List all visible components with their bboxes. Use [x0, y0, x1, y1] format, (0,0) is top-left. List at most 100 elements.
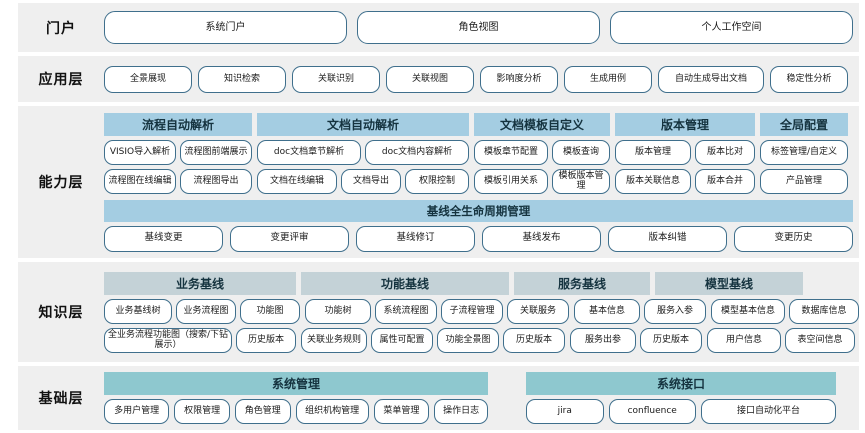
base-0-5[interactable]: 操作日志 [434, 399, 488, 424]
cap-3-1-1[interactable]: 版本比对 [695, 139, 755, 165]
knowledge-group-0-row1: 业务基线树 业务流程图 功能图 [104, 298, 300, 324]
knowledge-group-2-row1: 基本信息 服务入参 [574, 298, 706, 324]
app-item-3[interactable]: 关联视图 [386, 65, 474, 93]
capability-group-4-row1: 标签管理/自定义 [760, 139, 848, 165]
knowledge-group-0-row2: 全业务流程功能图（搜索/下钻展示） 历史版本 [104, 327, 296, 353]
base-group-1-items: jira confluence 接口自动化平台 [526, 399, 836, 424]
portal-item-2[interactable]: 个人工作空间 [610, 11, 853, 44]
cap-0-2-0[interactable]: 流程图在线编辑 [104, 168, 176, 194]
know-3-2-1[interactable]: 表空间信息 [785, 327, 855, 353]
cap-3-2-1[interactable]: 版本合并 [695, 168, 755, 194]
know-0-1-0[interactable]: 业务基线树 [104, 298, 172, 324]
lifecycle-item-0[interactable]: 基线变更 [104, 225, 223, 252]
know-1-1-2[interactable]: 子流程管理 [441, 298, 503, 324]
knowledge-group-title-2: 服务基线 [514, 271, 650, 295]
lifecycle-item-2[interactable]: 基线修订 [356, 225, 475, 252]
base-columns: 系统管理 多用户管理 权限管理 角色管理 组织机构管理 菜单管理 操作日志 系统… [104, 372, 853, 424]
app-item-0[interactable]: 全景展现 [104, 65, 192, 93]
cap-1-2-2[interactable]: 权限控制 [405, 168, 469, 194]
know-3-1-1[interactable]: 数据库信息 [789, 298, 859, 324]
cap-1-2-1[interactable]: 文档导出 [341, 168, 401, 194]
knowledge-group-1-row2: 关联业务规则 属性可配置 功能全景图 历史版本 [301, 327, 565, 353]
portal-item-0[interactable]: 系统门户 [104, 11, 347, 44]
cap-2-2-0[interactable]: 模板引用关系 [474, 168, 548, 194]
lifecycle-item-5[interactable]: 变更历史 [734, 225, 853, 252]
layer-band-application: 应用层 全景展现 知识检索 关联识别 关联视图 影响度分析 生成用例 自动生成导… [18, 56, 859, 102]
cap-3-2-0[interactable]: 版本关联信息 [615, 168, 691, 194]
knowledge-group-1-row1: 功能树 系统流程图 子流程管理 关联服务 [305, 298, 569, 324]
base-0-1[interactable]: 权限管理 [174, 399, 230, 424]
base-0-4[interactable]: 菜单管理 [373, 399, 430, 424]
cap-0-1-1[interactable]: 流程图前端展示 [180, 139, 252, 165]
know-1-1-1[interactable]: 系统流程图 [375, 298, 437, 324]
base-0-2[interactable]: 角色管理 [234, 399, 291, 424]
knowledge-body: 业务基线 功能基线 服务基线 模型基线 业务基线树 业务流程图 功能图 功能树 … [104, 271, 865, 353]
app-item-4[interactable]: 影响度分析 [480, 65, 558, 93]
lifecycle-items-row: 基线变更 变更评审 基线修订 基线发布 版本纠错 变更历史 [104, 225, 853, 252]
capability-group-title-2: 文档模板自定义 [474, 112, 610, 136]
app-item-1[interactable]: 知识检索 [198, 65, 286, 93]
layer-band-capability: 能力层 流程自动解析 文档自动解析 文档模板自定义 版本管理 全局配置 VISI… [18, 106, 859, 258]
know-2-2-0[interactable]: 服务出参 [570, 327, 636, 353]
cap-2-1-0[interactable]: 模板章节配置 [474, 139, 548, 165]
base-group-system-management: 系统管理 多用户管理 权限管理 角色管理 组织机构管理 菜单管理 操作日志 [104, 372, 488, 424]
cap-2-1-1[interactable]: 模板查询 [552, 139, 610, 165]
cap-4-1-0[interactable]: 标签管理/自定义 [760, 139, 848, 165]
lifecycle-title: 基线全生命周期管理 [104, 199, 853, 222]
knowledge-group-headers: 业务基线 功能基线 服务基线 模型基线 [104, 271, 859, 295]
know-3-1-0[interactable]: 模型基本信息 [711, 298, 785, 324]
capability-group-2-row2: 模板引用关系 模板版本管理 [474, 168, 610, 194]
cap-3-1-0[interactable]: 版本管理 [615, 139, 691, 165]
base-1-0-jira[interactable]: jira [526, 399, 604, 424]
application-body: 全景展现 知识检索 关联识别 关联视图 影响度分析 生成用例 自动生成导出文档 … [104, 65, 859, 93]
base-1-2[interactable]: 接口自动化平台 [700, 399, 836, 424]
knowledge-group-title-3: 模型基线 [655, 271, 803, 295]
cap-4-2-0[interactable]: 产品管理 [760, 168, 848, 194]
capability-group-headers: 流程自动解析 文档自动解析 文档模板自定义 版本管理 全局配置 [104, 112, 853, 136]
app-item-5[interactable]: 生成用例 [564, 65, 652, 93]
know-1-2-3[interactable]: 历史版本 [503, 327, 565, 353]
layer-band-portal: 门户 系统门户 角色视图 个人工作空间 [18, 3, 859, 52]
know-0-1-1[interactable]: 业务流程图 [176, 298, 236, 324]
portal-items-row: 系统门户 角色视图 个人工作空间 [104, 11, 853, 44]
capability-row-1: VISIO导入解析 流程图前端展示 doc文档章节解析 doc文档内容解析 模板… [104, 139, 853, 165]
base-group-title-1: 系统接口 [526, 372, 836, 395]
cap-1-1-0[interactable]: doc文档章节解析 [257, 139, 361, 165]
app-item-7[interactable]: 稳定性分析 [770, 65, 848, 93]
base-0-0[interactable]: 多用户管理 [104, 399, 170, 424]
know-1-2-0[interactable]: 关联业务规则 [301, 327, 367, 353]
layer-label-capability: 能力层 [38, 175, 84, 191]
capability-group-title-3: 版本管理 [615, 112, 755, 136]
know-0-2-0[interactable]: 全业务流程功能图（搜索/下钻展示） [104, 327, 232, 353]
app-item-6[interactable]: 自动生成导出文档 [658, 65, 764, 93]
lifecycle-item-3[interactable]: 基线发布 [482, 225, 601, 252]
capability-group-1-row2: 文档在线编辑 文档导出 权限控制 [257, 168, 469, 194]
know-2-1-0[interactable]: 基本信息 [574, 298, 640, 324]
cap-0-2-1[interactable]: 流程图导出 [180, 168, 252, 194]
layer-label-application: 应用层 [38, 72, 84, 88]
cap-1-2-0[interactable]: 文档在线编辑 [257, 168, 337, 194]
know-3-2-0[interactable]: 用户信息 [707, 327, 781, 353]
application-items-row: 全景展现 知识检索 关联识别 关联视图 影响度分析 生成用例 自动生成导出文档 … [104, 65, 853, 93]
know-1-1-3[interactable]: 关联服务 [507, 298, 569, 324]
base-1-1-confluence[interactable]: confluence [608, 399, 696, 424]
know-2-1-1[interactable]: 服务入参 [644, 298, 706, 324]
know-0-2-1[interactable]: 历史版本 [236, 327, 296, 353]
base-0-3[interactable]: 组织机构管理 [295, 399, 369, 424]
cap-2-2-1[interactable]: 模板版本管理 [552, 168, 610, 194]
capability-group-0-row1: VISIO导入解析 流程图前端展示 [104, 139, 252, 165]
portal-item-1[interactable]: 角色视图 [357, 11, 600, 44]
layer-band-base: 基础层 系统管理 多用户管理 权限管理 角色管理 组织机构管理 菜单管理 操作日… [18, 366, 859, 430]
capability-body: 流程自动解析 文档自动解析 文档模板自定义 版本管理 全局配置 VISIO导入解… [104, 112, 859, 252]
know-2-2-1[interactable]: 历史版本 [640, 327, 702, 353]
know-1-2-2[interactable]: 功能全景图 [437, 327, 499, 353]
lifecycle-item-1[interactable]: 变更评审 [230, 225, 349, 252]
know-1-1-0[interactable]: 功能树 [305, 298, 371, 324]
lifecycle-item-4[interactable]: 版本纠错 [608, 225, 727, 252]
cap-0-1-0[interactable]: VISIO导入解析 [104, 139, 176, 165]
know-1-2-1[interactable]: 属性可配置 [371, 327, 433, 353]
app-item-2[interactable]: 关联识别 [292, 65, 380, 93]
cap-1-1-1[interactable]: doc文档内容解析 [365, 139, 469, 165]
know-0-1-2[interactable]: 功能图 [240, 298, 300, 324]
